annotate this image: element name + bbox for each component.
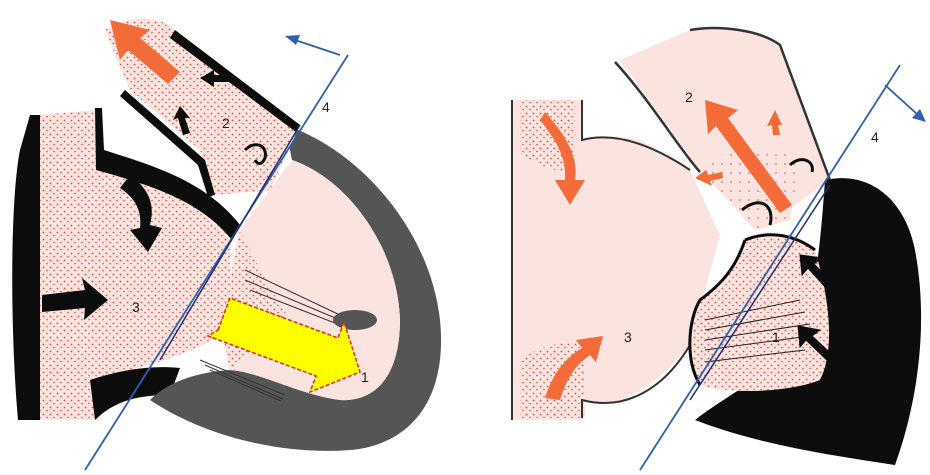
papillary-muscle-lower <box>280 395 310 415</box>
left-label-1: 1 <box>361 369 369 385</box>
left-label-2: 2 <box>222 115 230 131</box>
papillary-muscle-upper <box>333 310 377 330</box>
right-label-3: 3 <box>624 329 632 345</box>
left-label-3: 3 <box>132 299 140 315</box>
right-label-4: 4 <box>871 129 879 145</box>
left-label-4: 4 <box>322 99 330 115</box>
right-label-2: 2 <box>685 89 693 105</box>
right-label-1: 1 <box>772 329 780 345</box>
